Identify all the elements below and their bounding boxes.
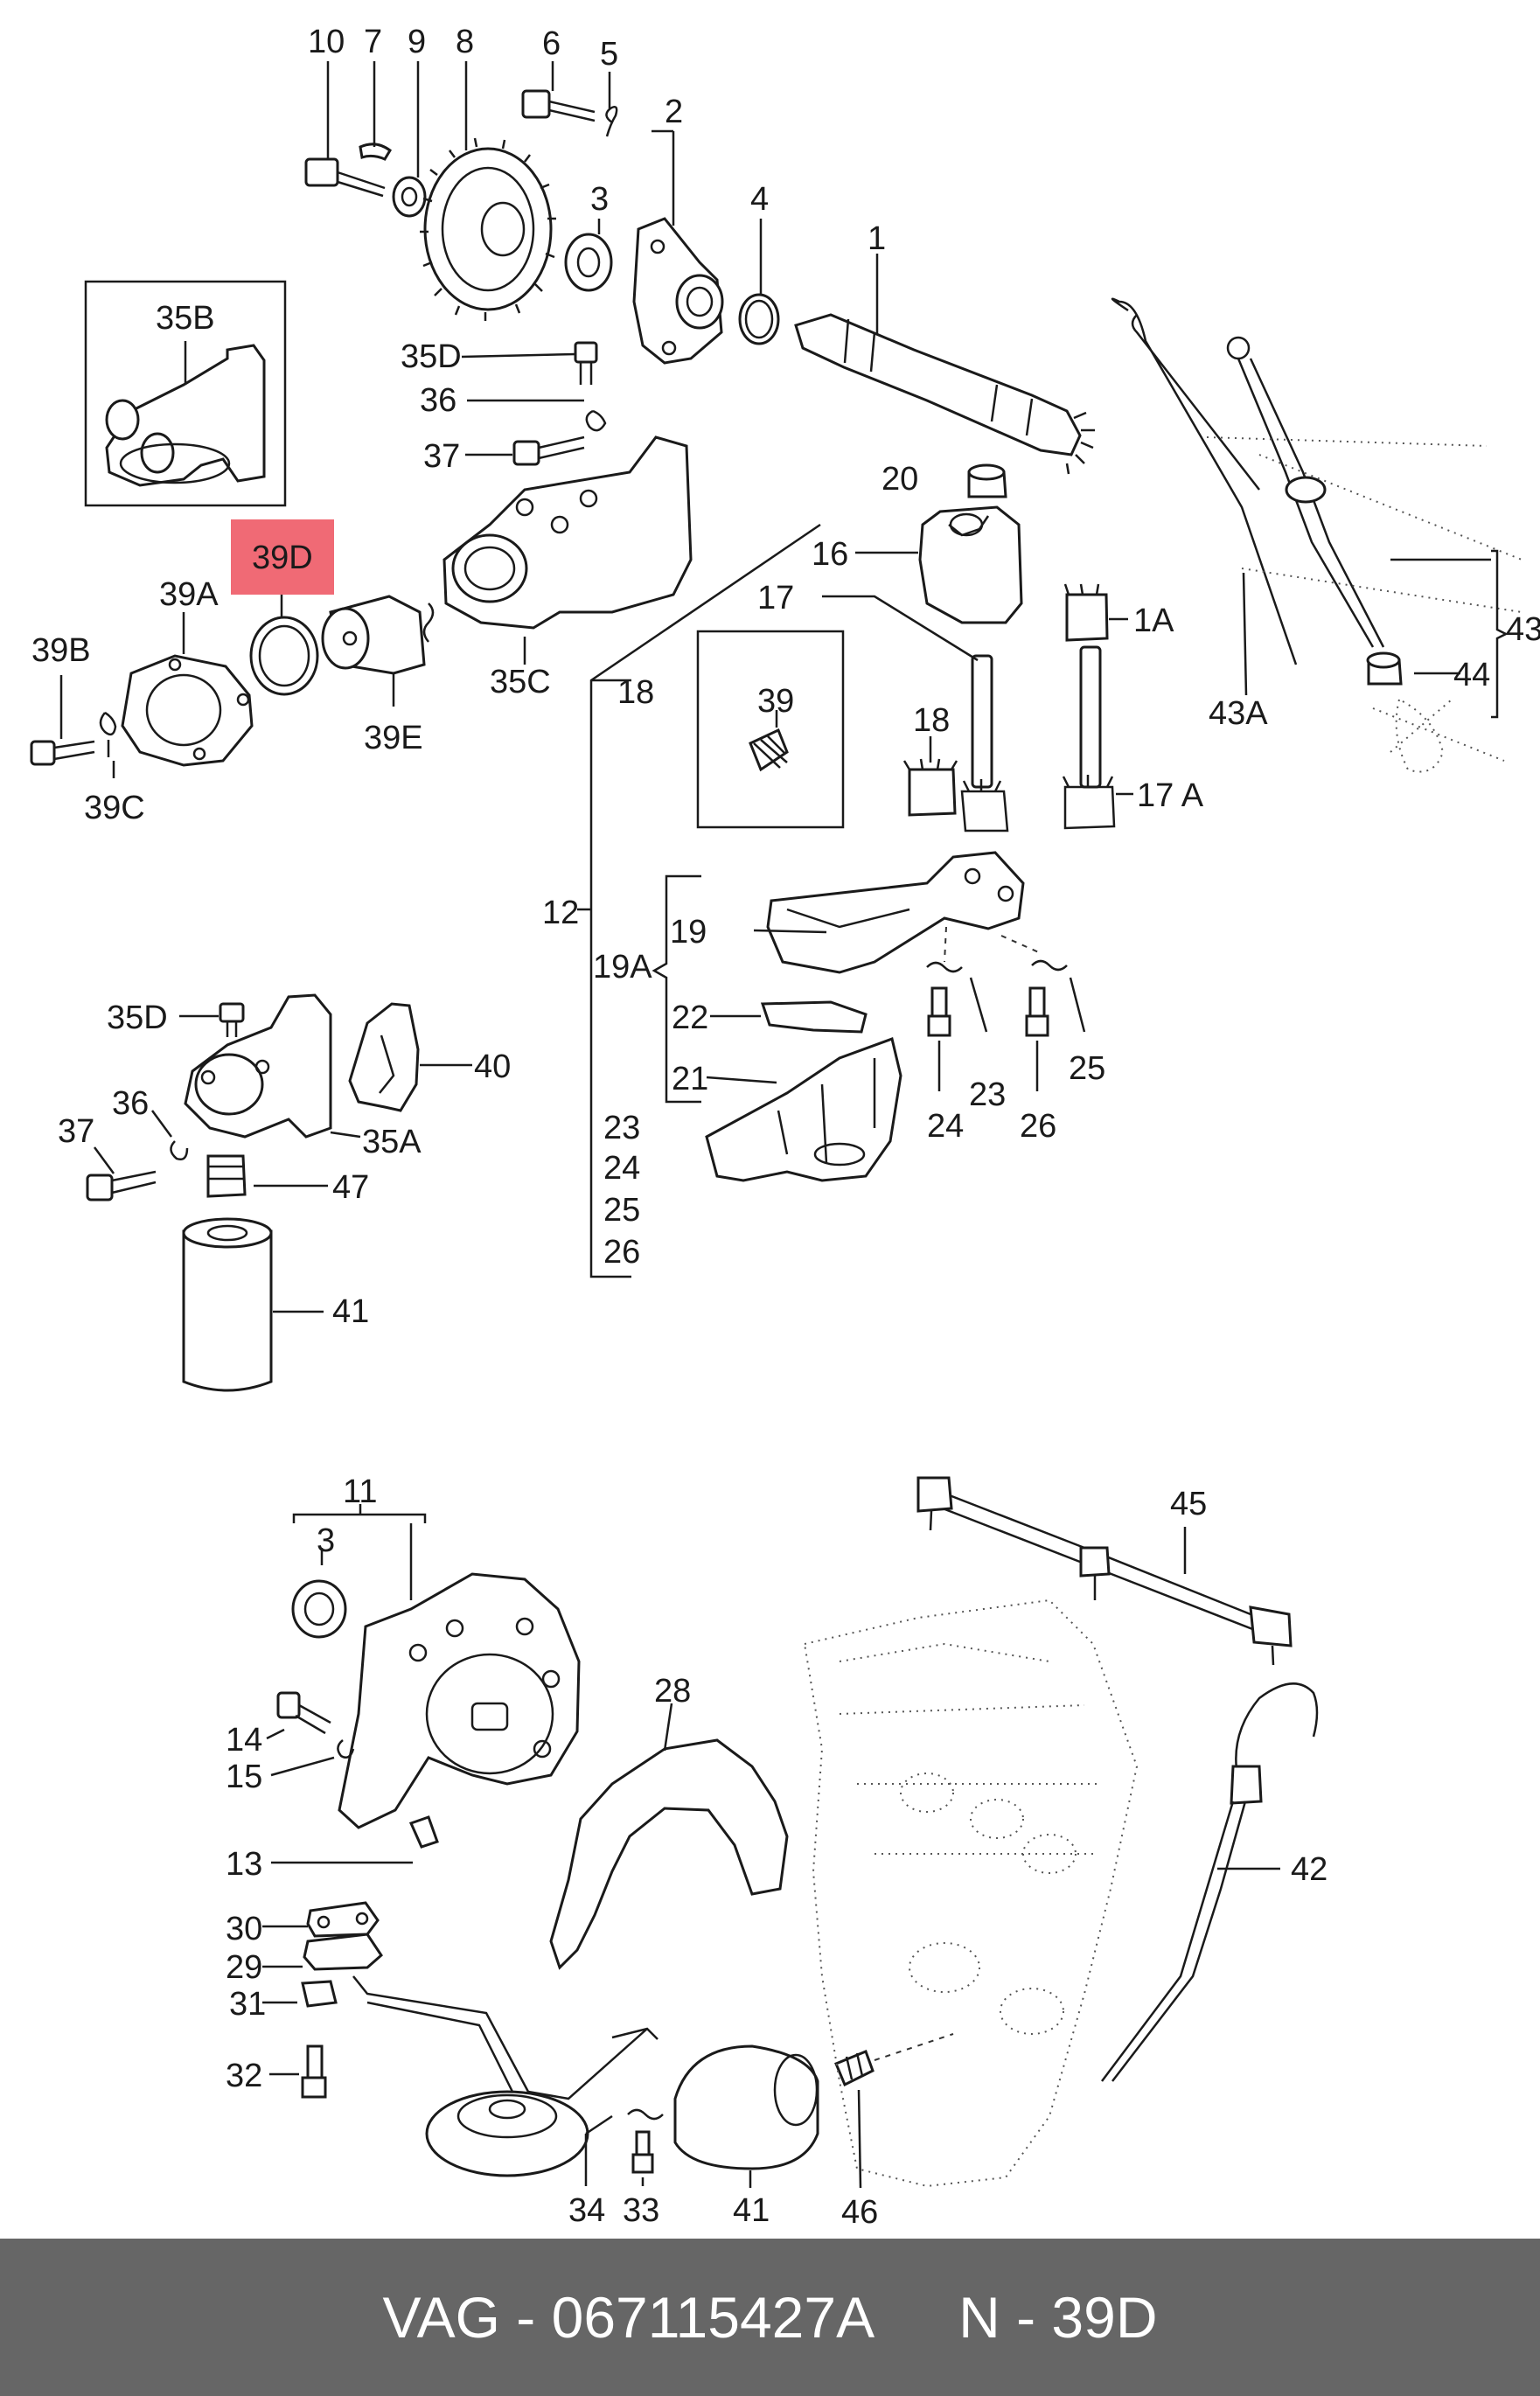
housing-35c <box>442 341 693 665</box>
callout-26-right: 26 <box>1020 1108 1056 1145</box>
part-info-footer: VAG - 067115427A N - 39D <box>0 2239 1540 2396</box>
callout-34: 34 <box>568 2192 605 2229</box>
callout-8: 8 <box>456 24 474 60</box>
thermostat-39-series <box>30 519 435 778</box>
callout-40: 40 <box>474 1048 511 1085</box>
callout-32: 32 <box>226 2058 262 2094</box>
callout-25-right: 25 <box>1069 1050 1105 1087</box>
diagram-position: N - 39D <box>958 2285 1158 2350</box>
callout-28: 28 <box>654 1673 691 1710</box>
callout-14: 14 <box>226 1722 262 1759</box>
callout-24: 24 <box>603 1150 640 1187</box>
callout-3-lower: 3 <box>317 1522 335 1559</box>
inset-35b <box>84 280 287 507</box>
callout-26: 26 <box>603 1234 640 1271</box>
callout-29: 29 <box>226 1949 262 1986</box>
oil-spray-pipe-45 <box>916 1476 1293 1666</box>
callout-3: 3 <box>590 181 609 218</box>
callout-labels: 10 7 9 8 6 5 2 3 4 1 35B 35D 36 37 35C 3… <box>31 24 1540 2231</box>
callout-6: 6 <box>542 25 561 62</box>
callout-35b: 35B <box>156 300 215 337</box>
callout-17a: 17 A <box>1137 777 1204 814</box>
callout-7: 7 <box>364 24 382 60</box>
callout-24-right: 24 <box>927 1108 964 1145</box>
callout-18: 18 <box>913 702 950 739</box>
part-number: VAG - 067115427A <box>382 2285 875 2350</box>
callout-35d-top: 35D <box>401 338 462 375</box>
callout-5: 5 <box>600 36 618 73</box>
callout-42: 42 <box>1291 1851 1327 1888</box>
callout-17: 17 <box>757 580 794 616</box>
dipstick-43 <box>1111 297 1523 773</box>
lower-pump-assembly <box>262 1504 954 2189</box>
filter-flange-assembly <box>86 993 472 1392</box>
oil-pump-group <box>577 463 1133 1278</box>
dipstick-42 <box>1101 1682 1319 2082</box>
callout-22: 22 <box>672 999 708 1036</box>
callout-10: 10 <box>308 24 345 60</box>
callout-39e: 39E <box>364 720 423 756</box>
callout-23: 23 <box>603 1110 640 1146</box>
callout-1a: 1A <box>1133 602 1174 639</box>
callout-39: 39 <box>757 683 794 720</box>
engine-block-outline <box>803 1598 1139 2188</box>
callout-13: 13 <box>226 1846 262 1883</box>
callout-45: 45 <box>1170 1486 1207 1522</box>
highlight-39d-box <box>231 519 334 595</box>
exploded-parts-drawing: 10 7 9 8 6 5 2 3 4 1 35B 35D 36 37 35C 3… <box>30 24 1540 2231</box>
callout-35a: 35A <box>362 1124 422 1160</box>
callout-2: 2 <box>665 94 683 130</box>
callout-37-top: 37 <box>423 438 460 475</box>
callout-15: 15 <box>226 1759 262 1795</box>
callout-23-right: 23 <box>969 1076 1006 1113</box>
callout-1: 1 <box>868 220 886 257</box>
callout-37-mid: 37 <box>58 1113 94 1150</box>
callout-35d-mid: 35D <box>107 999 168 1036</box>
callout-35c: 35C <box>490 664 551 700</box>
callout-43: 43 <box>1506 611 1540 648</box>
callout-4: 4 <box>750 181 769 218</box>
callout-39d-highlighted: 39D <box>252 540 313 576</box>
callout-36-mid: 36 <box>112 1085 149 1122</box>
cam-gear-assembly <box>304 61 1095 475</box>
callout-18-bracket: 18 <box>617 674 654 711</box>
callout-43a: 43A <box>1209 695 1268 732</box>
callout-11: 11 <box>343 1473 377 1510</box>
callout-31: 31 <box>229 1986 266 2023</box>
callout-46: 46 <box>841 2194 878 2231</box>
callout-21: 21 <box>672 1061 708 1097</box>
callout-47: 47 <box>332 1169 369 1206</box>
callout-39c: 39C <box>84 790 145 826</box>
callout-33: 33 <box>623 2192 659 2229</box>
callout-25: 25 <box>603 1192 640 1229</box>
callout-39a: 39A <box>159 576 219 613</box>
callout-39b: 39B <box>31 632 91 669</box>
callout-41-lower: 41 <box>733 2192 770 2229</box>
callout-12: 12 <box>542 895 579 931</box>
callout-20: 20 <box>881 461 918 498</box>
callout-30: 30 <box>226 1911 262 1947</box>
callout-9: 9 <box>408 24 426 60</box>
callout-36-top: 36 <box>420 382 456 419</box>
callout-19a: 19A <box>593 949 652 986</box>
callout-19: 19 <box>670 914 707 951</box>
callout-44: 44 <box>1453 657 1490 693</box>
callout-41-mid: 41 <box>332 1293 369 1330</box>
callout-16: 16 <box>812 536 848 573</box>
